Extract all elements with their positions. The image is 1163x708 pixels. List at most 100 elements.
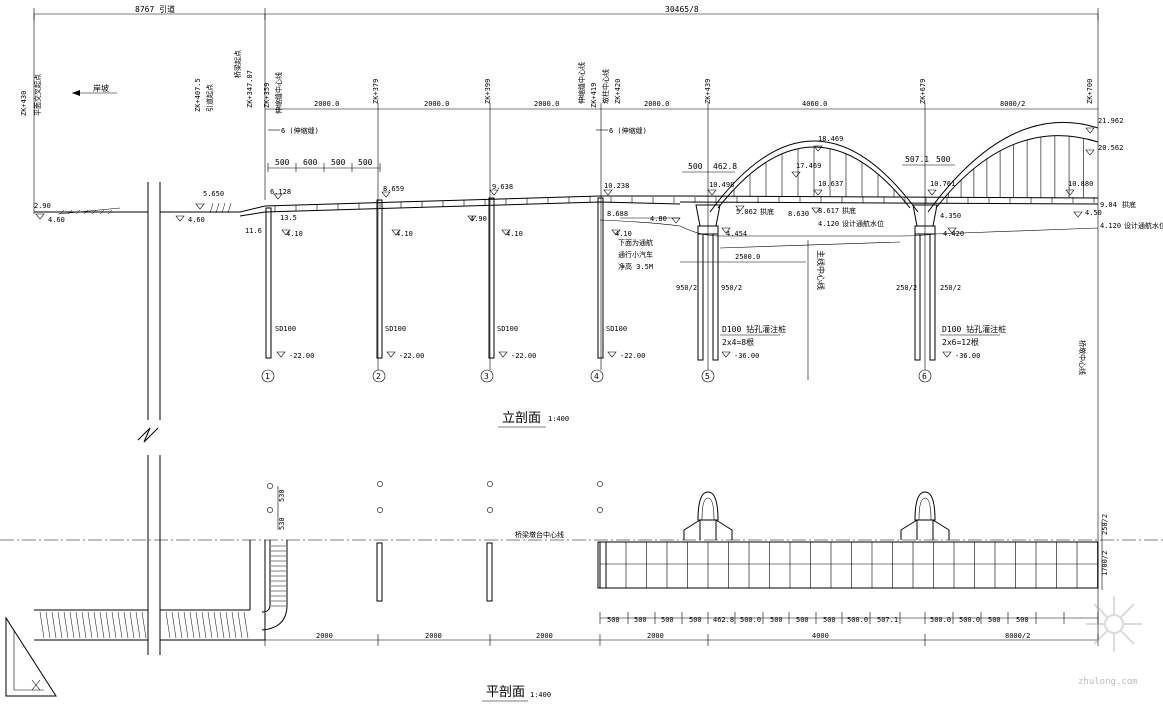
- elev-e26: 4.350: [940, 212, 961, 220]
- nav-note-3: 净高 3.5M: [618, 262, 653, 271]
- pile-4-spec: SD100: [606, 325, 627, 333]
- pier-numbers: 1 2 3 4 5 6: [261, 369, 932, 383]
- elev-e21: 8.688: [607, 210, 628, 218]
- arch-dim-4: 500: [936, 155, 951, 164]
- pier-5-width-1: 950/2: [676, 284, 697, 292]
- span-4-dim: 2000.0: [644, 100, 669, 108]
- plan-seg-6: 500.0: [740, 616, 761, 624]
- elev-e10: 10.238: [604, 182, 629, 190]
- elev-e33: 4.60: [48, 216, 65, 224]
- plan-seg-1: 500: [607, 616, 620, 624]
- pile-3-tip: -22.00: [511, 352, 536, 360]
- elev-e16: 10.880: [1068, 180, 1093, 188]
- plan-tower-6: [900, 491, 950, 540]
- pile-1-spec: SD100: [275, 325, 296, 333]
- span-1-dim: 2000.0: [314, 100, 339, 108]
- elev-e24: 4.454: [726, 230, 747, 238]
- plan-seg-7: 500: [770, 616, 783, 624]
- pier-no-2: 2: [376, 372, 381, 381]
- elev-e1: 2.90: [34, 202, 51, 210]
- station-8-name: 墩柱中心线: [601, 69, 610, 104]
- crown-2: 拱底: [842, 206, 856, 215]
- pile-annotations: SD100 SD100 SD100 SD100 -22.00 -22.00 -2…: [275, 284, 1006, 360]
- crown-3: 拱底: [1122, 200, 1136, 209]
- bridge-total-length: 30465/8: [665, 5, 699, 14]
- plan-seg-4: 500: [689, 616, 702, 624]
- pier-6-note-2: 2x6=12根: [942, 337, 979, 347]
- small-dim-1: 500: [275, 158, 290, 167]
- elev-e25: 4.420: [943, 230, 964, 238]
- pier-6: [912, 204, 938, 361]
- pier-6-width-1: 250/2: [896, 284, 917, 292]
- plan-dim-right-2: 1700/2: [1101, 551, 1109, 576]
- elev-e23: 5.062: [736, 208, 757, 216]
- elev-e28: 4.10: [286, 230, 303, 238]
- pile-1-tip: -22.00: [289, 352, 314, 360]
- pile-2-tip: -22.00: [399, 352, 424, 360]
- plan-seg-11: 507.1: [877, 616, 898, 624]
- watermark-logo: [1086, 596, 1142, 652]
- water-level-2-value: 4.120: [1100, 222, 1121, 230]
- station-1-k: ZK+430: [20, 91, 28, 116]
- plan-seg-10: 500.0: [847, 616, 868, 624]
- pier-5-note-1: D100 钻孔灌注桩: [722, 324, 786, 334]
- span-dimension-line: 2000.0 2000.0 2000.0 2000.0 4060.0 8000/…: [265, 100, 1098, 370]
- elev-e13: 10.498: [709, 181, 734, 189]
- station-2-name: 引道起点: [205, 84, 214, 112]
- water-level-1-value: 4.120: [818, 220, 839, 228]
- elev-e30: 4.10: [506, 230, 523, 238]
- station-5-k: ZK+379: [372, 79, 380, 104]
- arch-dim-1: 500: [688, 162, 703, 171]
- elev-e32: 4.50: [1085, 209, 1102, 217]
- plan-span-2: 2000: [425, 632, 442, 640]
- pier-no-4: 4: [594, 372, 599, 381]
- small-dim-2: 600: [303, 158, 318, 167]
- plan-dim-left-2: 530: [278, 517, 286, 530]
- plan-seg-15: 500: [1016, 616, 1029, 624]
- pile-3: [488, 197, 495, 359]
- elev-e18: 20.562: [1098, 144, 1123, 152]
- pile-4-tip: -22.00: [620, 352, 645, 360]
- pile-2-spec: SD100: [385, 325, 406, 333]
- elev-e4: 4.90: [470, 215, 487, 223]
- elev-e15: 10.761: [930, 180, 955, 188]
- elevation-view: [34, 121, 1099, 655]
- plan-title: 平剖面: [486, 685, 525, 700]
- small-dim-4: 500: [358, 158, 373, 167]
- elev-e20: 4.80: [650, 215, 667, 223]
- station-11-k: ZK+700: [1086, 79, 1094, 104]
- elev-e27: 8.617: [818, 207, 839, 215]
- elev-e31: 4.10: [615, 230, 632, 238]
- station-7-k: ZK+419: [590, 83, 598, 108]
- pile-1: [265, 207, 272, 359]
- watermark-text: zhulong.com: [1078, 677, 1138, 687]
- plan-seg-8: 500: [796, 616, 809, 624]
- plan-tower-5: [683, 491, 733, 540]
- plan-dim-right-1: 250/2: [1101, 514, 1109, 535]
- station-labels: 平面交叉起点 ZK+430 引道起点 ZK+407.5 ZK+347.07 桥梁…: [20, 50, 1094, 116]
- plan-span-3: 2000: [536, 632, 553, 640]
- pier-6-note-1: D100 钻孔灌注桩: [942, 324, 1006, 334]
- elev-e17: 21.962: [1098, 117, 1123, 125]
- station-7-name: 伸缩缝中心线: [577, 62, 586, 104]
- small-dimensions: 500 600 500 500 500 462.8 507.1 500: [267, 155, 955, 173]
- station-3-k: ZK+347.07: [246, 70, 254, 108]
- pile-2: [376, 199, 383, 359]
- elev-e6: 6.128: [270, 188, 291, 196]
- expansion-joint-2: 6 (伸缩缝): [609, 126, 647, 135]
- plan-span-4: 2000: [647, 632, 664, 640]
- bank-label: 岸坡: [93, 83, 109, 93]
- plan-seg-13: 500.0: [959, 616, 980, 624]
- elev-e2: 4.60: [188, 216, 205, 224]
- elev-e22: 8.630: [788, 210, 809, 218]
- elevation-scale: 1:400: [548, 415, 569, 423]
- small-dim-3: 500: [331, 158, 346, 167]
- plan-view: 桥梁墩台中心线: [0, 481, 1163, 646]
- span-5-dim: 4060.0: [802, 100, 827, 108]
- water-level-2: 设计通航水位: [1124, 221, 1163, 230]
- station-8-k: ZK+420: [614, 79, 622, 104]
- top-dimension-chain: 8767 引道 30465/8: [33, 4, 1099, 640]
- elevation-title: 立剖面: [502, 411, 541, 426]
- plan-seg-14: 500: [988, 616, 1001, 624]
- elev-e12: 17.469: [796, 162, 821, 170]
